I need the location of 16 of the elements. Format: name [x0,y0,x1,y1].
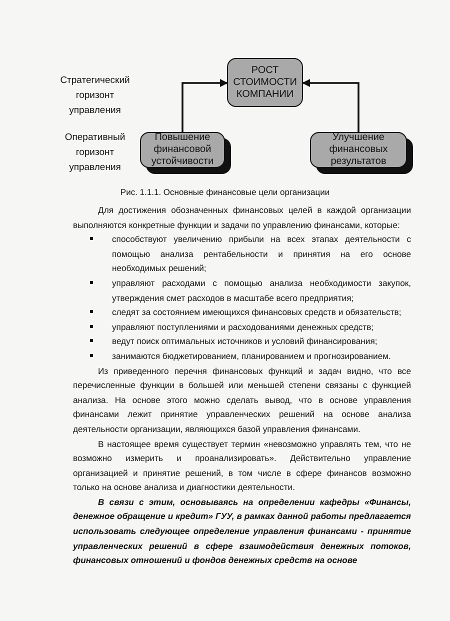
paragraph: Из приведенного перечня финансовых функций и задач видно, что все перечисленные функции в большей или меньшей степени связаны с функцией анализа. На основе этого можно сделать вывод, что в основе управления финансами лежит принятие управленческих решений на основе анализа деятельности организации, являющихся базой управления финансами. [73,364,411,436]
paragraph: Для достижения обозначенных финансовых целей в каждой организации выполняются конкретные функции и задачи по управлению финансами, которые: [73,204,411,232]
list-item: следят за состоянием имеющихся финансовых средств и обязательств; [112,307,402,318]
goal-box: РОСТ СТОИМОСТИ КОМПАНИИ [227,58,303,107]
list-item: ведут поиск оптимальных источников и условий финансирования; [112,336,378,346]
list-item: управляют расходами с помощью анализа необходимости закупок, утверждения смет расходов в масштабе всего предприятия; [112,278,411,303]
figure-caption: Рис. 1.1.1. Основные финансовые цели организации [119,187,331,197]
list-item: управляют поступлениями и расходованиями денежных средств; [112,322,374,332]
arrow [302,79,360,132]
axis-label: Оперативный горизонт управления [64,131,126,175]
list-item: способствуют увеличению прибыли на всех этапах деятельности с помощью анализа рентабельности и принятия на его основе необходимых решений; [112,234,411,274]
arrow [182,79,228,132]
paragraph: В связи с этим, основываясь на определении кафедры «Финансы, денежное обращение и кредит» ГУУ, в рамках данной работы предлагается использовать следующее определение управления финансами - принятие управленческих решений в сфере взаимодействия денежных потоков, финансовых отношений и фондов денежных средств на основе [73,496,411,568]
list-item: занимаются бюджетированием, планированием и прогнозированием. [112,350,391,361]
axis-label: Стратегический горизонт управления [59,74,131,118]
paragraph: В настоящее время существует термин «невозможно управлять тем, что не возможно измерить и проанализировать». Действительно управление организацией и принятие решений, в том числе в сфере финансов возможно только на основе анализа и диагностики деятельности. [73,438,411,494]
